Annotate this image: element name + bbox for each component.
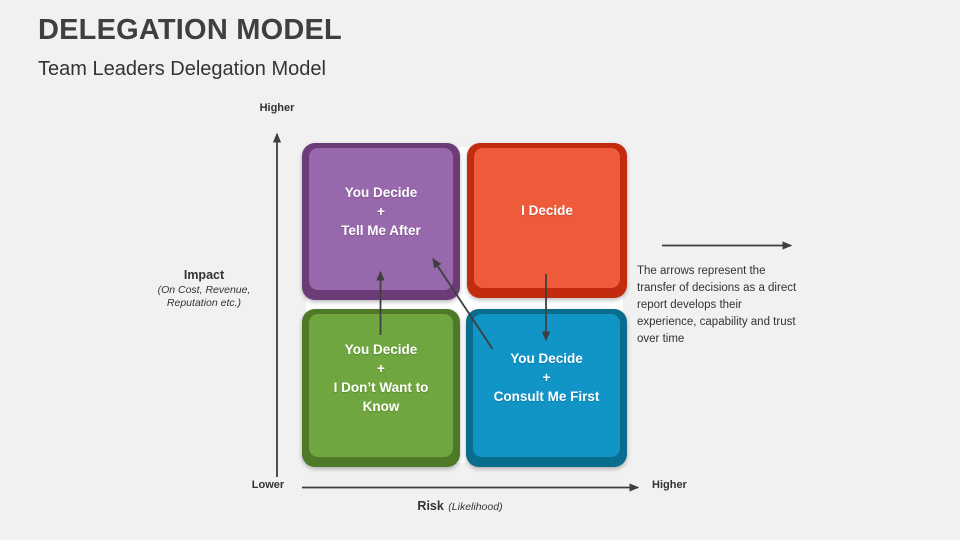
y-axis-higher-label: Higher <box>259 102 295 114</box>
quadrant-text-line: + <box>377 203 385 219</box>
y-axis-title-text: Impact <box>183 268 225 282</box>
quadrant-text-line: Consult Me First <box>493 389 600 404</box>
quadrant-you-decide-tell-me-after: You Decide + Tell Me After <box>302 143 460 300</box>
quadrant-text-line: + <box>377 360 385 376</box>
x-axis-title: Risk (Likelihood) <box>360 497 560 515</box>
x-axis-subtitle-text: (Likelihood) <box>448 501 503 513</box>
quadrant-you-decide-consult-me-first: You Decide + Consult Me First <box>466 309 627 467</box>
quadrant-text-line: I Decide <box>521 202 573 218</box>
quadrant-text-line: Tell Me After <box>341 222 421 238</box>
quadrant-inner: You Decide + Tell Me After <box>309 148 453 290</box>
x-axis-title-text: Risk <box>417 499 444 513</box>
x-axis-lower-label: Lower <box>251 479 285 491</box>
quadrant-you-decide-dont-want-to-know: You Decide + I Don’t Want to Know <box>302 309 460 467</box>
quadrant-text-line: You Decide <box>344 184 418 200</box>
quadrant-text-line: You Decide <box>510 351 583 366</box>
y-axis-title: Impact (On Cost, Revenue, Reputation etc… <box>139 268 269 310</box>
quadrant-inner: You Decide + I Don’t Want to Know <box>309 314 453 457</box>
quadrant-i-decide: I Decide <box>467 143 627 298</box>
page-subtitle: Team Leaders Delegation Model <box>38 58 326 80</box>
quadrant-inner: I Decide <box>474 148 620 288</box>
x-axis-higher-label: Higher <box>652 479 687 491</box>
y-axis-subtitle-text: (On Cost, Revenue, Reputation etc.) <box>157 284 251 309</box>
quadrant-text-line: + <box>542 370 551 385</box>
annotation-text: The arrows represent the transfer of dec… <box>637 265 797 345</box>
page-title: DELEGATION MODEL <box>38 14 342 46</box>
quadrant-text-line: I Don’t Want to Know <box>333 379 429 414</box>
quadrant-text-line: You Decide <box>344 341 418 357</box>
quadrant-inner: You Decide + Consult Me First <box>473 314 620 457</box>
